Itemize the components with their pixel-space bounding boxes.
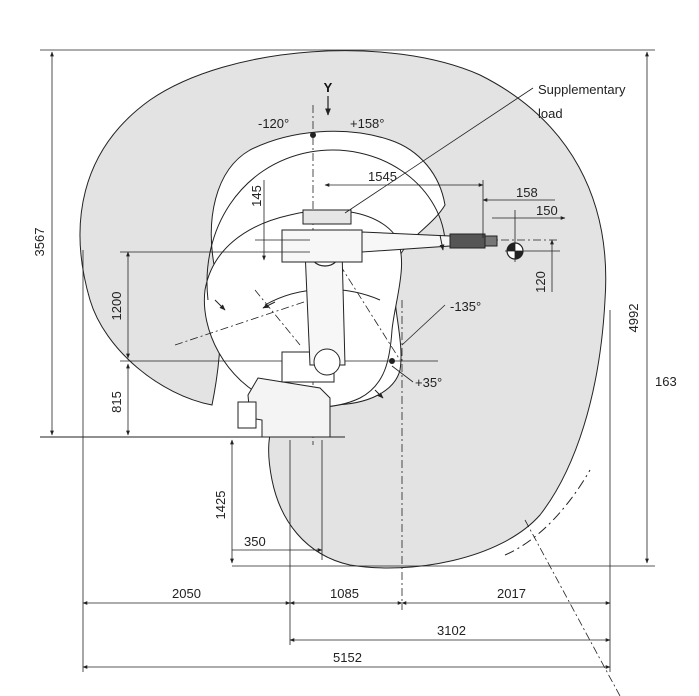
arc-axis1: [206, 149, 446, 301]
dim-150: 150: [536, 203, 558, 218]
robot-wrist: [449, 233, 486, 249]
dim-3567: 3567: [32, 228, 47, 257]
angle-label-pos158: +158°: [350, 116, 384, 131]
supplementary-load-leader: [344, 87, 534, 214]
dim-2050: 2050: [172, 586, 201, 601]
dim-815: 815: [109, 391, 124, 413]
angle-leader-pos35: [391, 365, 414, 383]
dim-1545: 1545: [368, 169, 397, 184]
robot-base-motor: [237, 401, 257, 429]
supplementary-load-label-line2: load: [538, 106, 563, 121]
robot-flange: [484, 235, 498, 247]
supplementary-load-label-line1: Supplementary: [538, 82, 626, 97]
angle-leader-neg135: [401, 304, 446, 346]
dim-3102: 3102: [437, 623, 466, 638]
robot-upper-arm-housing: [281, 229, 363, 263]
robot-lower-arm: [304, 249, 346, 366]
dim-1085: 1085: [330, 586, 359, 601]
joint-axis2: [313, 348, 341, 376]
dim-5152: 5152: [333, 650, 362, 665]
centerline-diag-4: [524, 519, 621, 696]
dim-2017: 2017: [497, 586, 526, 601]
supplementary-load-box: [302, 209, 352, 225]
arc-dashed: [504, 469, 591, 556]
centerline-diag-3: [254, 289, 301, 346]
angle-arrow-3: [262, 301, 276, 309]
angle-arrow-4: [374, 389, 384, 399]
dim-163: 163: [655, 374, 677, 389]
tcp-symbol-fill: [507, 243, 523, 259]
workspace-envelope: [79, 50, 607, 569]
angle-label-pos35: +35°: [415, 375, 442, 390]
angle-arrow-1: [214, 299, 226, 311]
center-dot-right: [389, 358, 395, 364]
dim-145: 145: [249, 185, 264, 207]
dim-120: 120: [533, 271, 548, 293]
centerline-diag-1: [174, 294, 326, 346]
dim-1425: 1425: [213, 491, 228, 520]
dim-350: 350: [244, 534, 266, 549]
y-axis-label: Y: [324, 80, 333, 95]
center-dot-top: [310, 132, 316, 138]
angle-arrow-2: [439, 234, 445, 251]
dim-4992: 4992: [626, 304, 641, 333]
angle-label-neg135: -135°: [450, 299, 481, 314]
dim-158: 158: [516, 185, 538, 200]
centerline-diag-2: [339, 264, 401, 361]
dim-1200: 1200: [109, 292, 124, 321]
angle-label-neg120: -120°: [258, 116, 289, 131]
